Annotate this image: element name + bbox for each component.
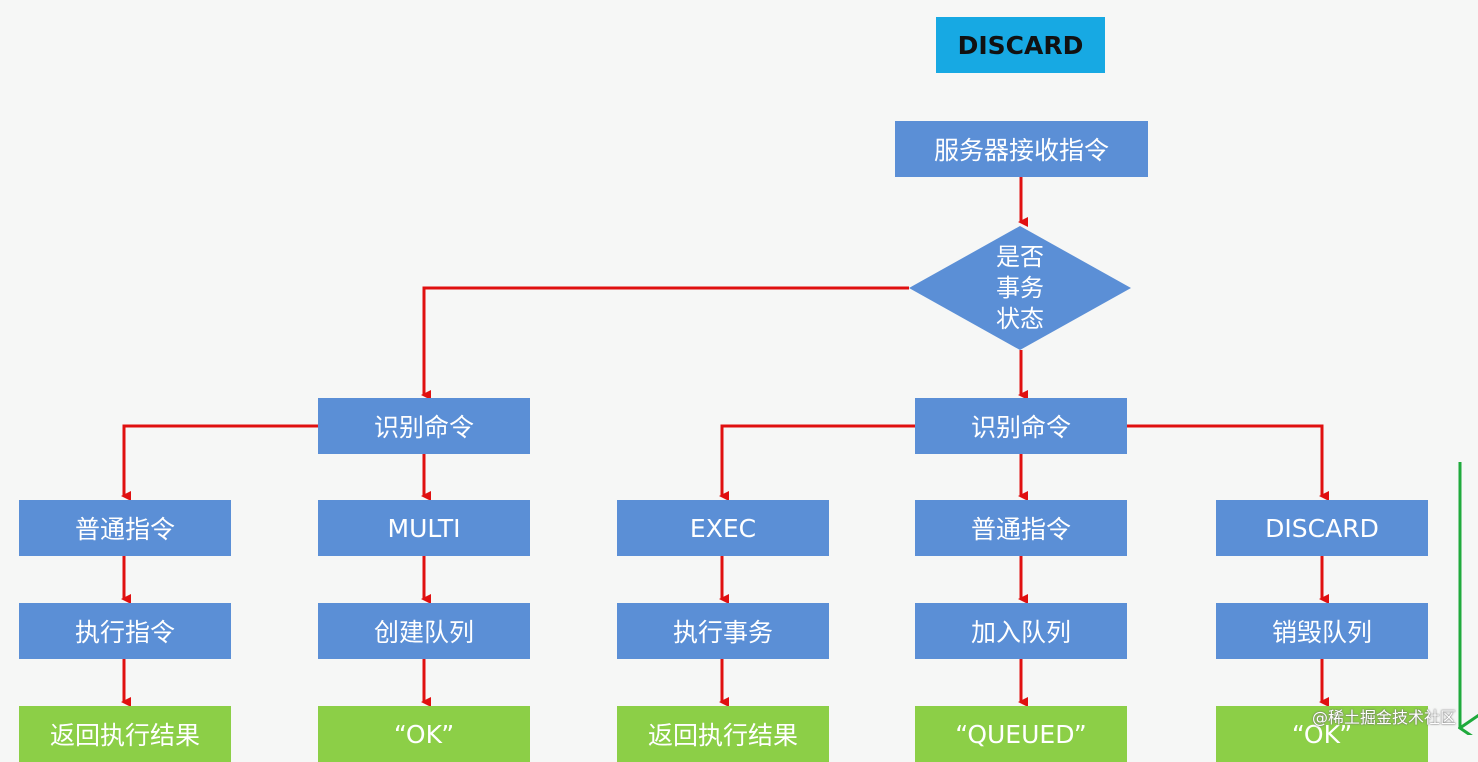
node-col3-action: 执行事务 (617, 603, 829, 659)
node-col4-action: 加入队列 (915, 603, 1127, 659)
node-identify-left: 识别命令 (318, 398, 530, 454)
node-col3-command: EXEC (617, 500, 829, 556)
node-col3-result: 返回执行结果 (617, 706, 829, 762)
decision-diamond (909, 226, 1131, 350)
arrow-right-to-col5 (1127, 424, 1329, 501)
node-server-receive: 服务器接收指令 (895, 121, 1148, 177)
arrow-decision-to-left (421, 286, 909, 400)
diagram-title: DISCARD (936, 17, 1105, 73)
flowchart-connectors (121, 177, 1478, 735)
node-identify-right: 识别命令 (915, 398, 1127, 454)
node-col4-command: 普通指令 (915, 500, 1127, 556)
node-col1-action: 执行指令 (19, 603, 231, 659)
arrow-left-to-col1 (121, 424, 318, 501)
node-col1-result: 返回执行结果 (19, 706, 231, 762)
watermark: @稀土掘金技术社区 (1312, 708, 1457, 727)
node-col5-action: 销毁队列 (1216, 603, 1428, 659)
node-col4-result: “QUEUED” (915, 706, 1127, 762)
decision-label: 是否 事务 状态 (960, 238, 1080, 338)
decision-line-2: 事务 (996, 273, 1044, 302)
node-col5-command: DISCARD (1216, 500, 1428, 556)
node-col1-command: 普通指令 (19, 500, 231, 556)
node-col2-command: MULTI (318, 500, 530, 556)
decision-line-1: 是否 (996, 242, 1044, 271)
decision-line-3: 状态 (996, 304, 1044, 333)
arrow-right-to-col3 (719, 424, 915, 501)
node-col2-result: “OK” (318, 706, 530, 762)
node-col2-action: 创建队列 (318, 603, 530, 659)
